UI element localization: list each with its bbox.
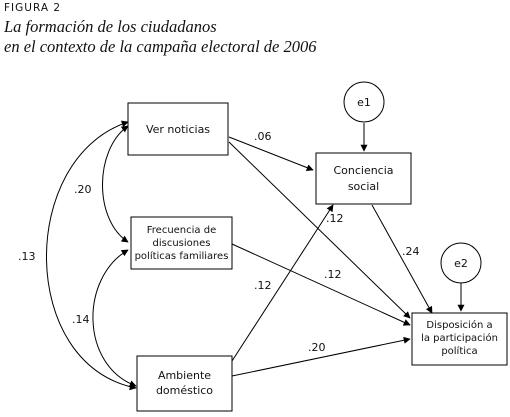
coefficient-labels: .06 .20 .13 .14 .24 .12 .12 .12 .20 — [18, 130, 420, 354]
node-conciencia-line-2: social — [348, 180, 379, 193]
coef-conciencia-to-disposicion: .24 — [402, 245, 420, 258]
covariance-ver-frecuencia — [102, 125, 129, 243]
coef-ver-ambiente-covariance: .13 — [18, 250, 36, 263]
edge-ambiente-to-disposicion — [231, 336, 411, 377]
figure-title-line-1: La formación de los ciudadanos — [4, 17, 217, 36]
node-ver-noticias-label: Ver noticias — [146, 123, 210, 136]
node-e2-label: e2 — [454, 257, 468, 270]
node-disposicion-line-3: política — [441, 345, 477, 357]
covariance-ver-ambiente — [46, 120, 137, 391]
covariance-frecuencia-ambiente — [92, 249, 137, 388]
edges — [46, 120, 465, 391]
node-e1: e1 — [343, 81, 385, 123]
coef-frecuencia-to-disposicion: .12 — [324, 268, 342, 281]
node-conciencia-line-1: Conciencia — [333, 164, 393, 177]
edge-frecuencia-to-disposicion — [231, 243, 411, 326]
edge-ambiente-to-conciencia — [231, 204, 334, 362]
coef-frecuencia-ambiente-covariance: .14 — [72, 313, 90, 326]
coef-ambiente-to-conciencia: .12 — [254, 279, 272, 292]
edge-ver-to-conciencia — [228, 136, 314, 171]
node-ambiente-line-1: Ambiente — [158, 369, 211, 382]
node-ambiente-line-2: doméstico — [156, 384, 213, 397]
coef-ver-to-disposicion: .12 — [326, 212, 344, 225]
node-frecuencia: Frecuencia de discusiones políticas fami… — [130, 216, 233, 270]
edge-ver-to-disposicion — [228, 141, 411, 319]
node-ver-noticias: Ver noticias — [127, 102, 229, 156]
coef-ver-frecuencia-covariance: .20 — [74, 183, 92, 196]
node-disposicion: Disposición a la participación política — [411, 312, 508, 366]
coef-ver-to-conciencia: .06 — [254, 130, 272, 143]
coef-ambiente-to-disposicion: .20 — [308, 341, 326, 354]
node-disposicion-line-2: la participación — [421, 332, 498, 344]
node-disposicion-line-1: Disposición a — [426, 319, 492, 331]
node-frecuencia-line-2: discusiones — [153, 238, 211, 249]
node-e1-label: e1 — [357, 96, 371, 109]
node-conciencia: Conciencia social — [315, 152, 412, 205]
figure-label: FIGURA 2 — [4, 2, 62, 14]
node-frecuencia-line-3: políticas familiares — [135, 250, 229, 262]
edge-conciencia-to-disposicion — [371, 204, 433, 314]
node-e2: e2 — [440, 242, 482, 284]
figure-title: La formación de los ciudadanos en el con… — [4, 17, 317, 57]
node-frecuencia-line-1: Frecuencia de — [147, 225, 216, 236]
figure-title-line-2: en el contexto de la campaña electoral d… — [4, 37, 317, 56]
node-ambiente: Ambiente doméstico — [136, 355, 233, 412]
